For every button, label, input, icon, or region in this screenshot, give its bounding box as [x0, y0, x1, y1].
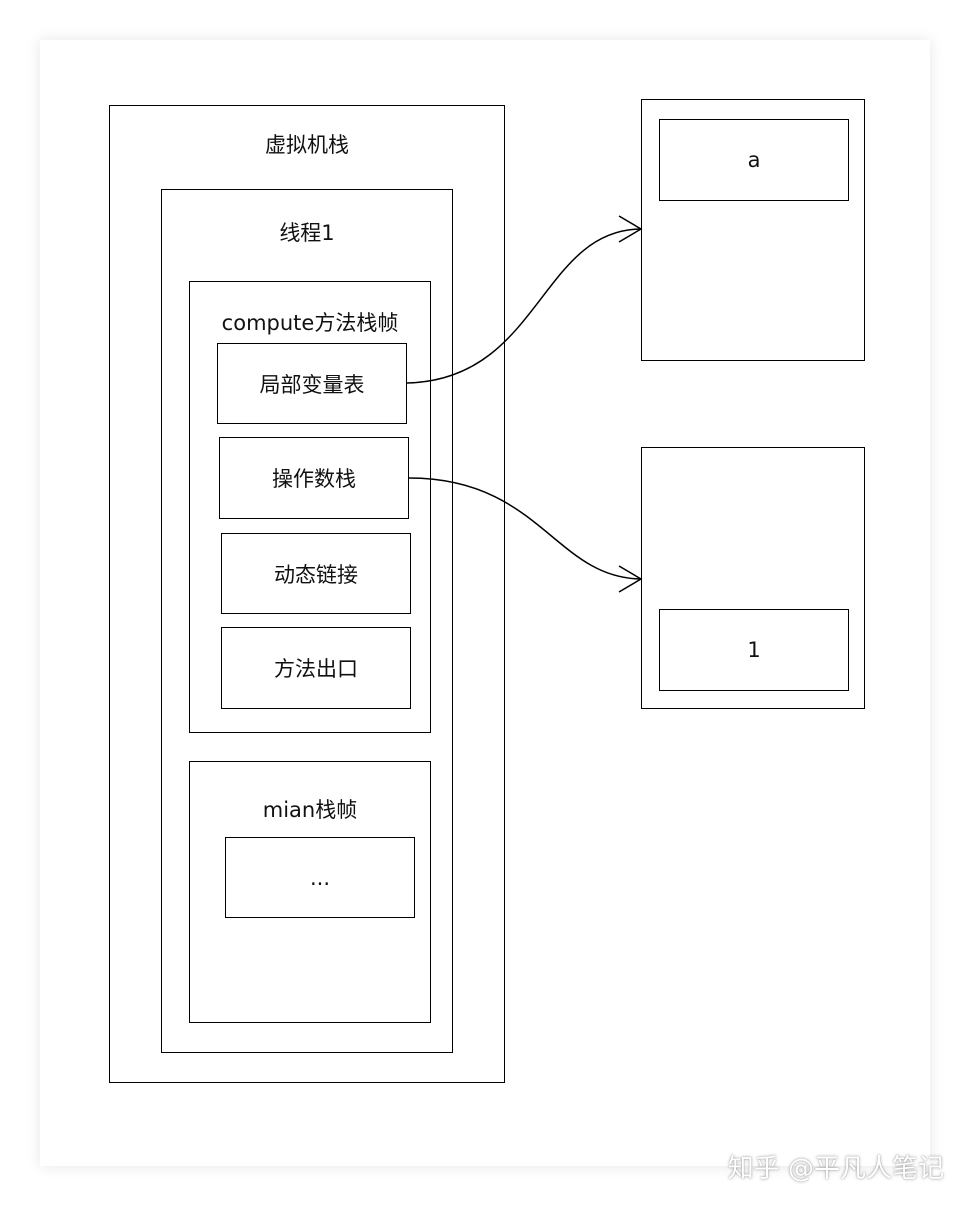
local-variable-table-box: 局部变量表 [217, 343, 407, 424]
compute-frame-title: compute方法栈帧 [221, 311, 399, 335]
method-exit-box: 方法出口 [221, 627, 411, 709]
jvm-stack-title: 虚拟机栈 [265, 133, 349, 157]
operand-stack-reference-arrow [408, 477, 642, 580]
heap-object-1-field: 1 [659, 609, 849, 691]
dynamic-linking-box: 动态链接 [221, 533, 411, 614]
thread-title: 线程1 [279, 221, 335, 245]
local-variable-reference-arrow [406, 228, 642, 384]
main-frame-title: mian栈帧 [262, 798, 358, 822]
local-variable-arrowhead [618, 215, 643, 243]
operand-stack-box: 操作数栈 [219, 437, 409, 519]
heap-object-a-field: a [659, 119, 849, 201]
operand-stack-arrowhead [618, 565, 643, 593]
main-frame-ellipsis-box: ... [225, 837, 415, 918]
watermark: 知乎 @平凡人笔记 [727, 1154, 944, 1184]
